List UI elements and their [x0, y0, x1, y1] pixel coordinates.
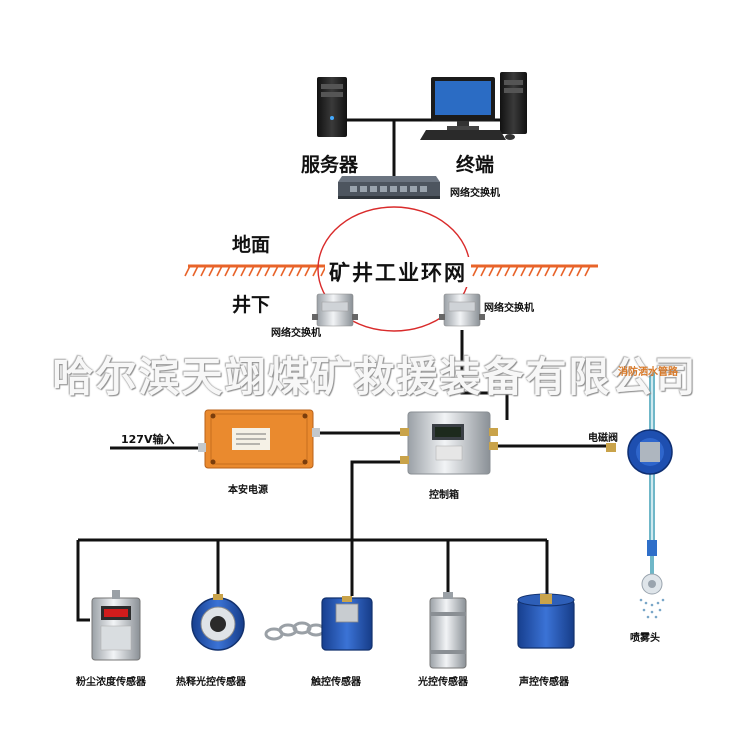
fire-pipe-label: 消防洒水管路	[618, 367, 678, 378]
ground-hatch-tick	[200, 265, 207, 277]
ground-hatch-tick	[528, 265, 535, 277]
network-switch-icon	[338, 176, 440, 199]
server-icon	[317, 77, 347, 137]
switch-right-label: 网络交换机	[484, 303, 534, 314]
switch-port	[350, 186, 357, 192]
ground-hatch-tick	[472, 265, 479, 277]
sensor-label-light: 光控传感器	[418, 677, 468, 688]
solenoid-valve-icon	[606, 429, 673, 475]
ground-hatch-tick	[272, 265, 279, 277]
ground-hatch-tick	[232, 265, 239, 277]
ground-hatch-tick	[536, 265, 543, 277]
ground-hatch-tick	[256, 265, 263, 277]
underground-label: 井下	[232, 294, 271, 316]
ground-label: 地面	[232, 234, 271, 256]
ground-hatch-tick	[496, 265, 503, 277]
switch-port	[370, 186, 377, 192]
terminal-label: 终端	[456, 154, 495, 176]
server-label: 服务器	[301, 154, 359, 176]
ground-hatch-tick	[216, 265, 223, 277]
ground-hatch-tick	[544, 265, 551, 277]
touch-sensor-icon	[264, 596, 373, 651]
underground-switch-right-icon	[439, 293, 485, 327]
control-box-label: 控制箱	[429, 490, 459, 501]
ground-hatch-tick	[296, 265, 303, 277]
ground-hatch-tick	[480, 265, 487, 277]
sound-sensor-icon	[517, 593, 575, 649]
light-sensor-icon	[429, 592, 467, 669]
ground-hatch-tick	[224, 265, 231, 277]
underground-switch-left-icon	[312, 293, 358, 327]
switch-top-label: 网络交换机	[450, 188, 500, 199]
ground-hatch-tick	[584, 265, 591, 277]
switch-left-label: 网络交换机	[271, 328, 321, 339]
solenoid-valve-label: 电磁阀	[588, 433, 618, 444]
switch-port	[400, 186, 407, 192]
spray-nozzle-label: 喷雾头	[630, 633, 660, 644]
connection-lines	[76, 118, 612, 622]
ground-hatch-tick	[192, 265, 199, 277]
switch-port	[380, 186, 387, 192]
switch-port	[420, 186, 427, 192]
ground-hatch-tick	[312, 265, 319, 277]
ground-hatch-tick	[264, 265, 271, 277]
ground-hatch-tick	[304, 265, 311, 277]
dust-sensor-icon	[91, 590, 141, 661]
ground-hatch-tick	[248, 265, 255, 277]
control-box-icon	[400, 411, 498, 475]
spray-nozzle-icon	[639, 540, 665, 619]
sensor-label-dust: 粉尘浓度传感器	[76, 677, 146, 688]
ground-hatch-tick	[520, 265, 527, 277]
ground-hatch-tick	[552, 265, 559, 277]
ground-hatch-tick	[208, 265, 215, 277]
ground-hatch-tick	[240, 265, 247, 277]
ground-hatch-tick	[568, 265, 575, 277]
pyroelectric-sensor-icon	[191, 594, 245, 651]
ground-hatch-tick	[488, 265, 495, 277]
sensor-label-sound: 声控传感器	[519, 677, 569, 688]
ground-hatch-tick	[280, 265, 287, 277]
ground-hatch-tick	[576, 265, 583, 277]
ground-hatch-tick	[288, 265, 295, 277]
ground-hatch-tick	[504, 265, 511, 277]
terminal-icon	[420, 72, 527, 140]
ring-network-label: 矿井工业环网	[325, 257, 471, 287]
power-supply-icon	[198, 409, 320, 469]
power-supply-label: 本安电源	[228, 485, 268, 496]
power-input-label: 127V输入	[121, 433, 175, 446]
ground-hatch-tick	[512, 265, 519, 277]
sensor-label-touch: 触控传感器	[311, 677, 361, 688]
ground-hatch-tick	[560, 265, 567, 277]
sensor-label-pyroelectric: 热释光控传感器	[176, 677, 246, 688]
company-watermark: 哈尔滨天翊煤矿救援装备有限公司	[52, 353, 698, 401]
ground-hatch-tick	[184, 265, 191, 277]
switch-port	[390, 186, 397, 192]
switch-port	[360, 186, 367, 192]
switch-port	[410, 186, 417, 192]
